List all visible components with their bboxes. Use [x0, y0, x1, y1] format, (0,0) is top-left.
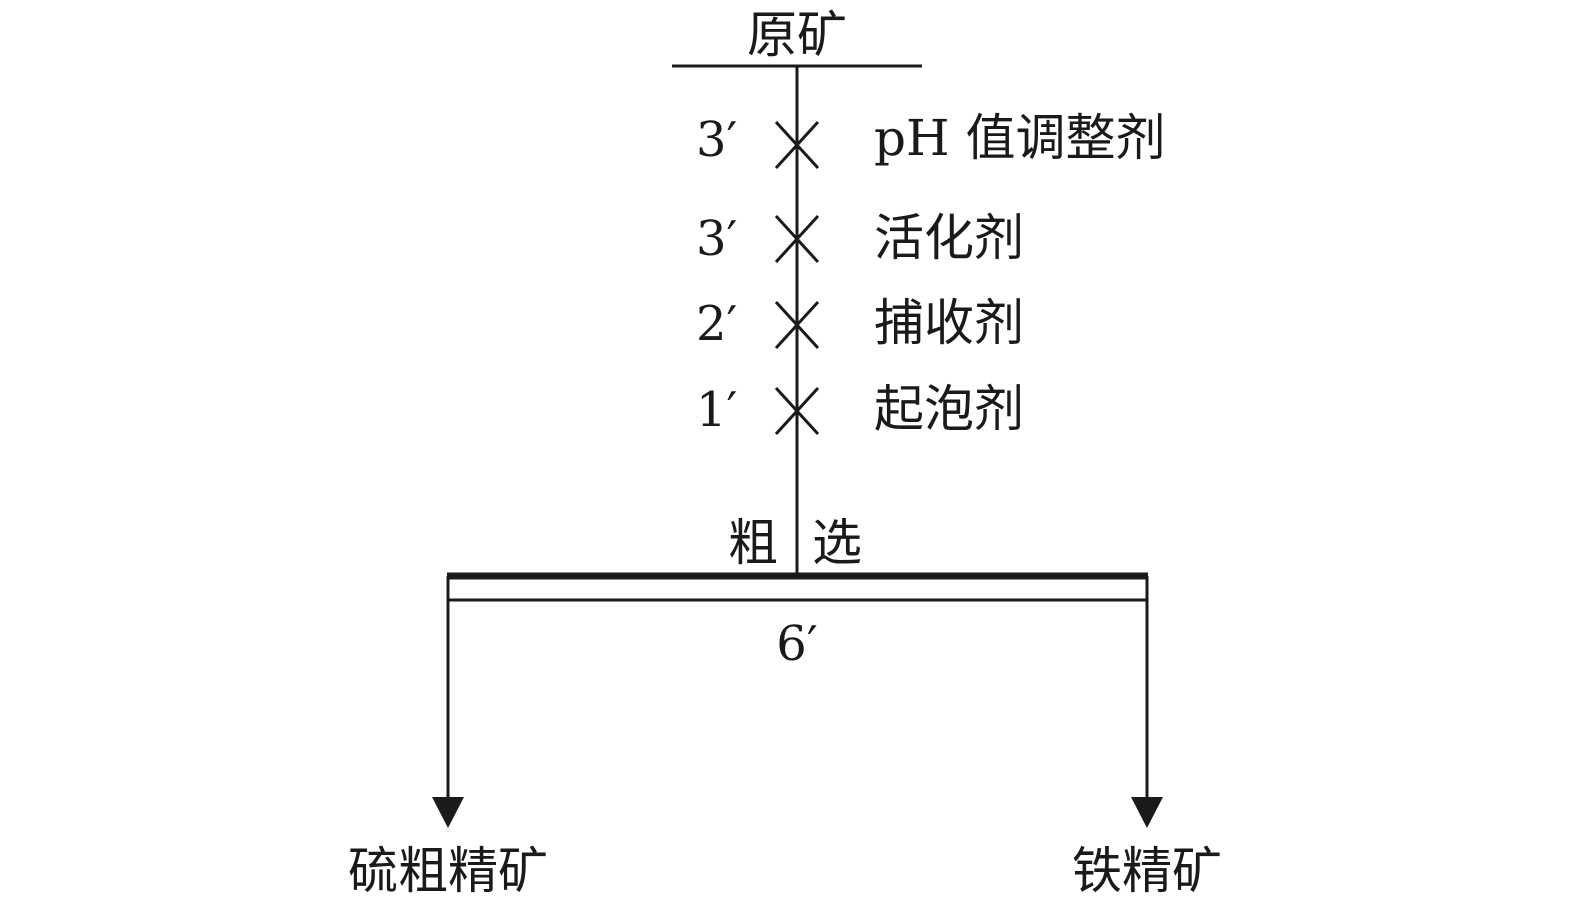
reagent-time-frother: 1′ [696, 382, 738, 438]
reagent-time-activator: 3′ [696, 211, 738, 267]
operation-label-left: 粗 [728, 514, 778, 572]
reagent-addition-mark-ph [774, 120, 820, 170]
reagent-time-collector: 2′ [696, 296, 738, 352]
operation-time: 6′ [776, 616, 818, 672]
reagent-time-ph: 3′ [696, 112, 738, 168]
reagent-addition-mark-activator [774, 214, 820, 264]
reagent-name-ph: pH 值调整剂 [874, 109, 1166, 167]
reagent-name-frother: 起泡剂 [874, 380, 1024, 438]
operation-label-right: 选 [812, 514, 862, 572]
reagent-name-activator: 活化剂 [874, 209, 1024, 267]
product-iron-concentrate: 铁精矿 [1072, 842, 1222, 900]
right-product-arrowhead [1131, 797, 1163, 828]
product-sulfur-rough-concentrate: 硫粗精矿 [348, 842, 548, 900]
reagent-addition-mark-collector [774, 300, 820, 350]
left-product-arrowhead [432, 797, 464, 828]
feed-label: 原矿 [747, 6, 847, 64]
reagent-addition-mark-frother [774, 386, 820, 436]
reagent-name-collector: 捕收剂 [874, 294, 1024, 352]
